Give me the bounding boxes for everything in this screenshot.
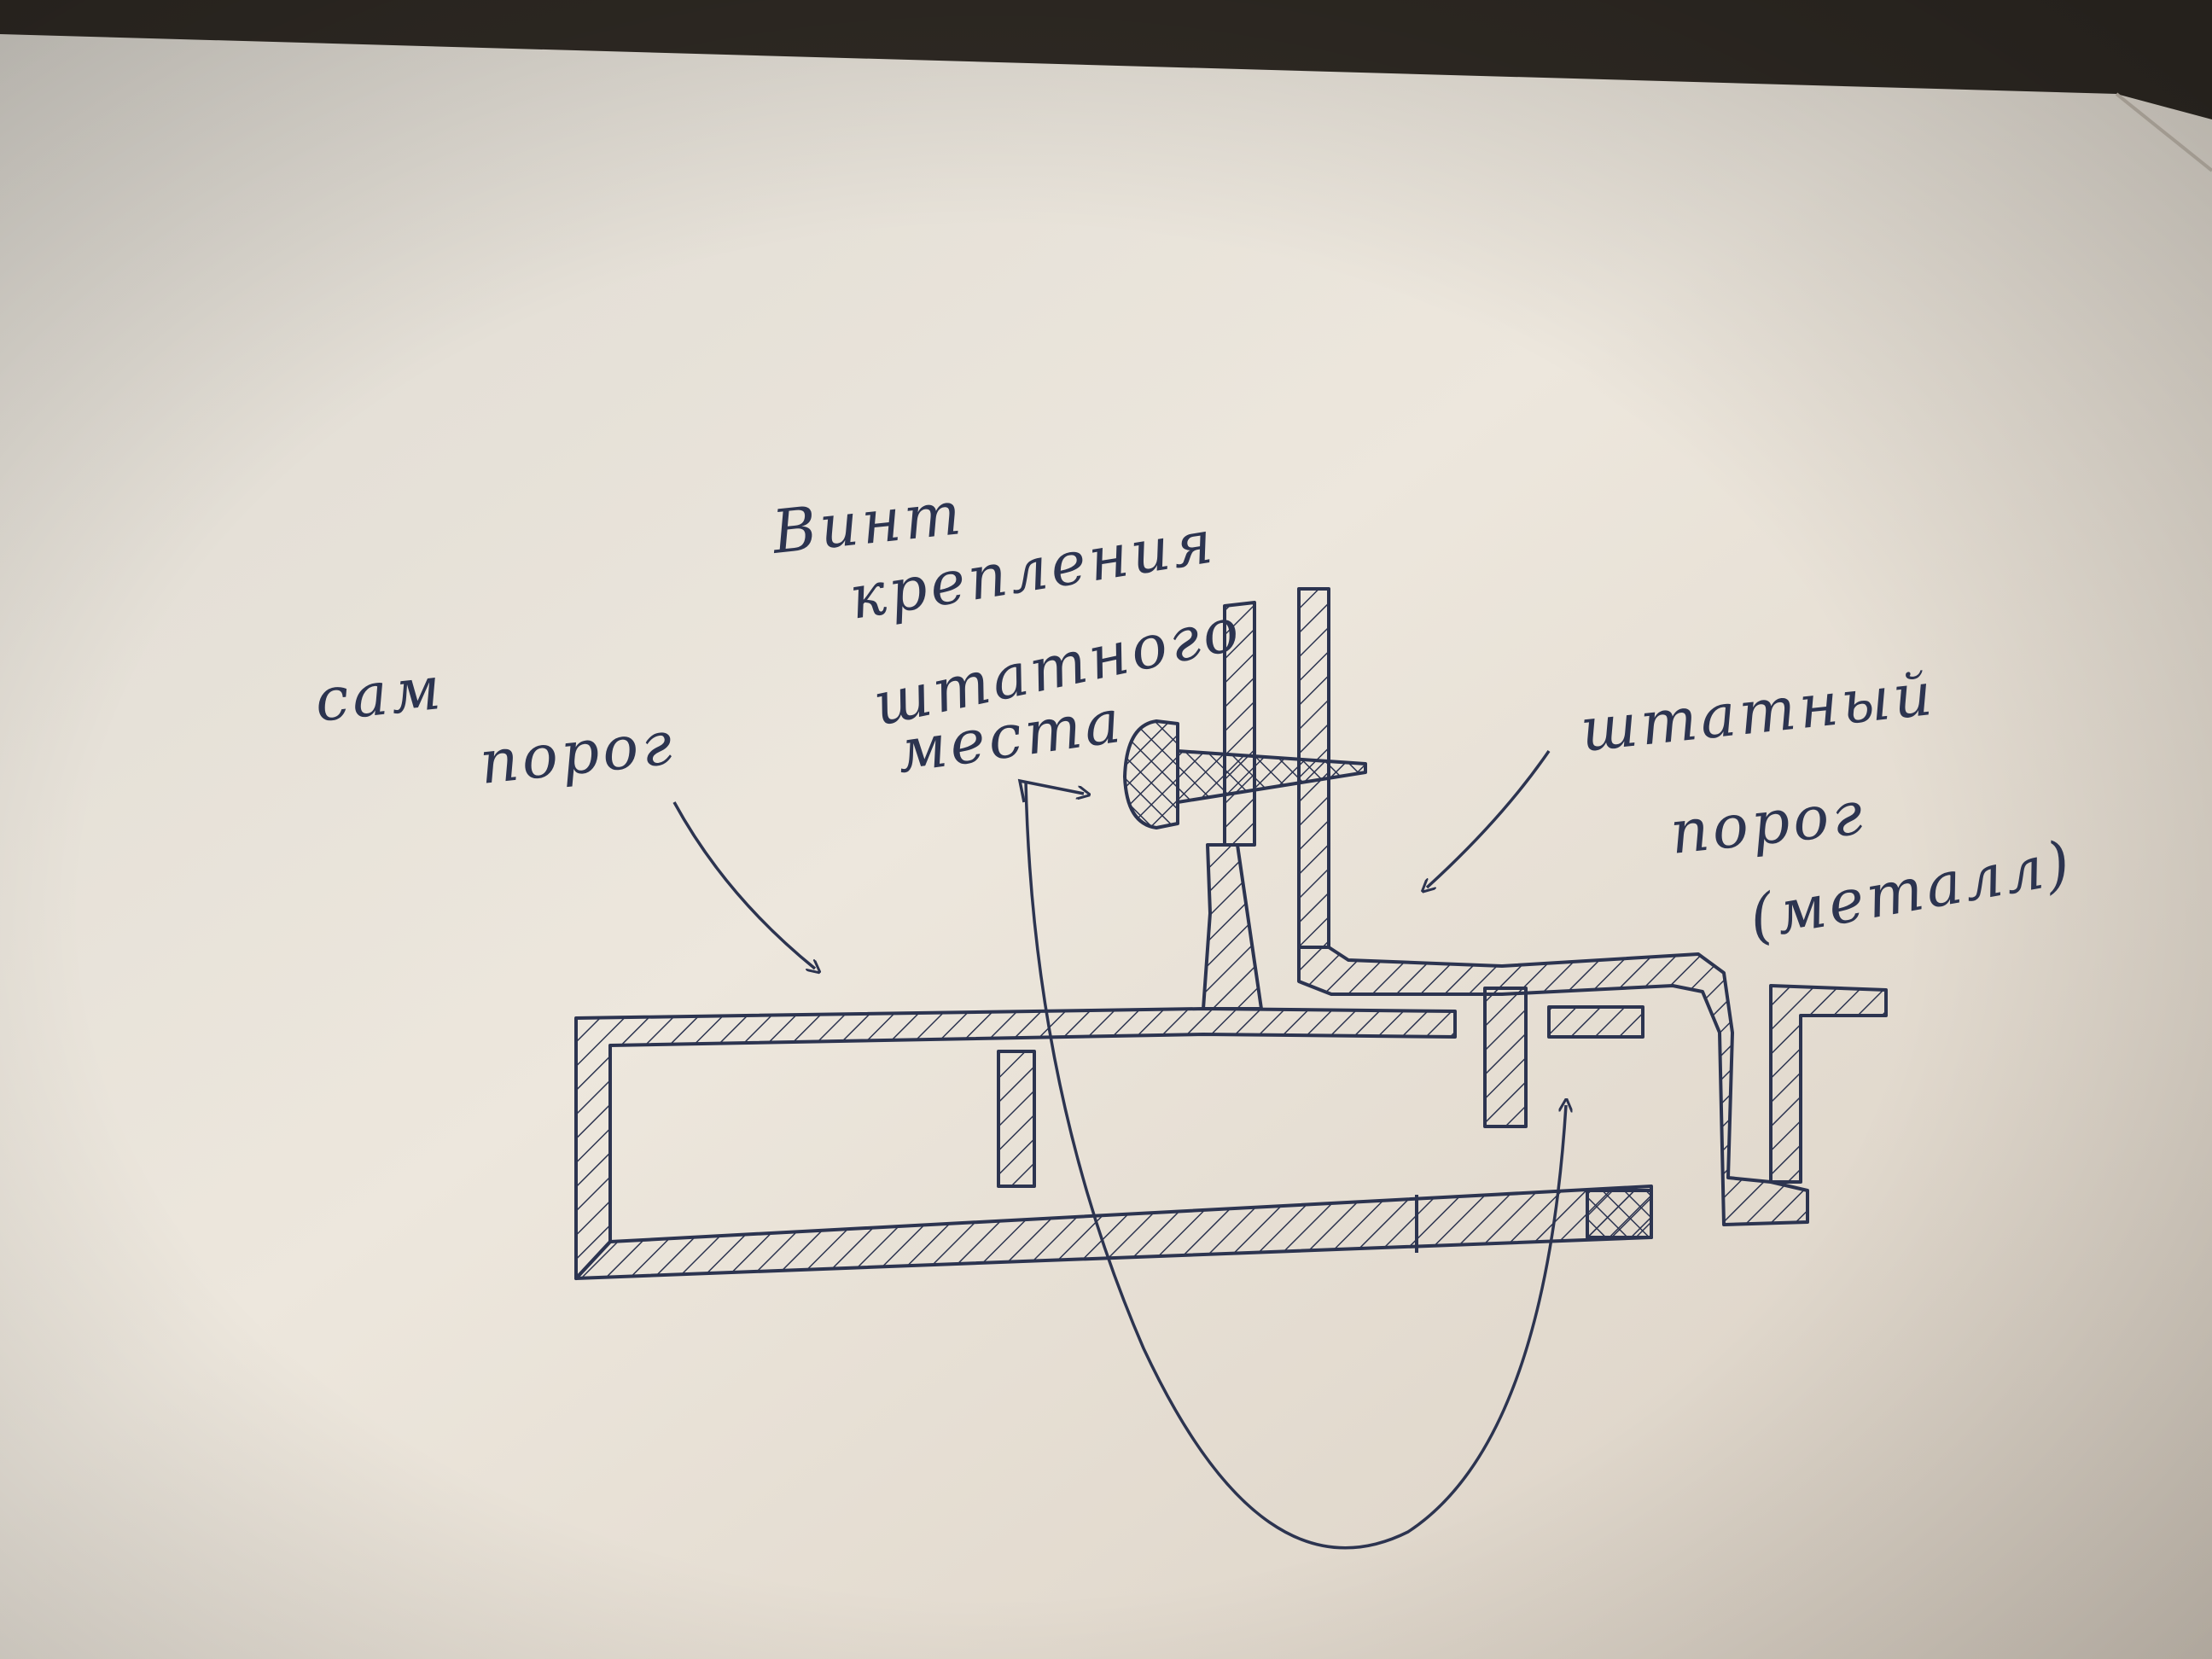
label-own-threshold-line1: сам [311,653,447,736]
annotation-arrows [672,750,1566,1550]
own-threshold-end-block [1586,1189,1653,1239]
own-threshold-clip [1547,1005,1644,1039]
standard-threshold-profile [1297,946,1809,1226]
own-threshold-inner-rib [997,1050,1036,1188]
own-threshold-right-rib [1483,987,1528,1128]
screw-head [1123,719,1179,830]
own-threshold-profile [574,843,1653,1280]
arrow-standard-threshold [1427,750,1551,888]
arrow-loop-detail [1024,780,1566,1550]
arrow-own-threshold [672,801,815,969]
threshold-diagram [574,587,1888,1280]
screw-shank [1176,749,1367,804]
standard-threshold-right-bracket [1769,984,1888,1184]
fastening-screw [1123,719,1367,830]
arrow-screw [1017,778,1084,803]
